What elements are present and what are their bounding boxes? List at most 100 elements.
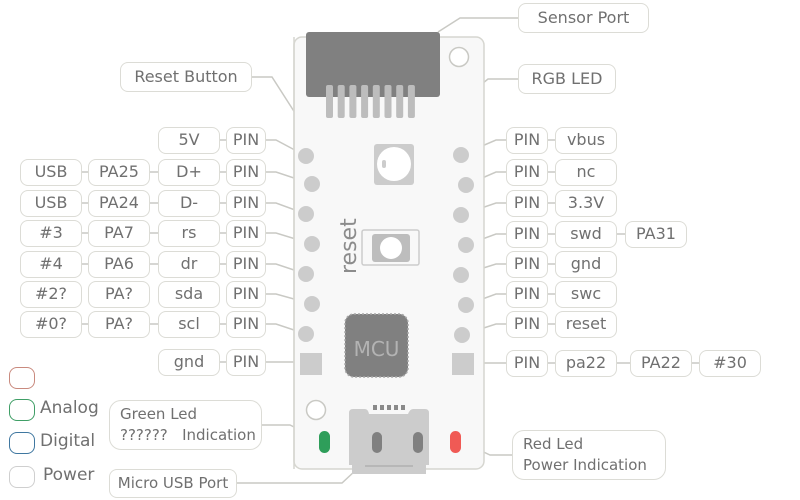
right-pin-label: PIN [506, 350, 548, 377]
red-led-label-line1: Red Led [523, 435, 584, 453]
legend-swatch [9, 466, 35, 488]
green-led-label-line1: Green Led [120, 405, 198, 423]
right-pin-pad [458, 297, 474, 313]
right-pin-label: PIN [506, 221, 548, 248]
green-led [319, 431, 330, 453]
right-pin-number-label: #30 [699, 350, 761, 377]
sensor-port-pin [396, 85, 404, 118]
right-pin-pad [454, 327, 470, 343]
left-pin-port-label: PA? [88, 311, 150, 338]
left-pin-number-label: #0? [20, 311, 82, 338]
red-led [450, 431, 461, 453]
sensor-port-pin [384, 85, 392, 118]
reset-silkscreen-label: reset [337, 218, 362, 274]
right-pin-name-label: gnd [555, 251, 617, 278]
left-pin-pad [298, 266, 314, 282]
right-pin-pad [453, 207, 469, 223]
rgb-led-label: RGB LED [518, 64, 616, 94]
sensor-port-connector [306, 32, 440, 118]
reset-button[interactable] [361, 229, 420, 266]
right-pin-port-label: PA22 [630, 350, 692, 377]
left-pin-label: PIN [226, 190, 266, 217]
micro-usb-line [236, 469, 357, 484]
right-pin-name-label: nc [555, 159, 617, 186]
left-pin-number-label: USB [20, 159, 82, 186]
left-pin-name-label: rs [158, 220, 220, 247]
legend-label: Digital [40, 431, 96, 451]
left-pin-name-label: sda [158, 281, 220, 308]
right-pin-name-label: swc [555, 281, 617, 308]
right-pin-label: PIN [506, 159, 548, 186]
right-pin-pad [453, 267, 469, 283]
mcu-label: MCU [354, 337, 400, 361]
left-pin-number-label: #4 [20, 251, 82, 278]
right-pin-pad [458, 177, 474, 193]
right-pin-pad [458, 237, 474, 253]
red-led-label: Red Led Power Indication [512, 430, 666, 480]
right-pin-name-label: swd [555, 221, 617, 248]
left-gnd-pad [300, 353, 322, 375]
right-pin-pad [453, 147, 469, 163]
left-pin-pad [304, 296, 320, 312]
left-pads [298, 148, 322, 375]
mcu-chip: MCU [344, 313, 409, 378]
left-pin-port-label: PA6 [88, 251, 150, 278]
legend-label: Power [43, 465, 95, 485]
sensor-port-pin [326, 85, 333, 118]
right-pin-label: PIN [506, 311, 548, 338]
right-pin-name-label: reset [555, 311, 617, 338]
red-led-label-line2: Power Indication [523, 456, 647, 474]
mounting-hole-top [448, 46, 470, 68]
left-pin-pad [304, 236, 320, 252]
legend-swatch [9, 367, 35, 389]
right-pin-label: PIN [506, 190, 548, 217]
left-pin-pad [304, 176, 320, 192]
sensor-port-pin [337, 85, 345, 118]
left-pin-label: PIN [226, 311, 266, 338]
left-pin-port-label: PA24 [88, 190, 150, 217]
sensor-port-pin [349, 85, 357, 118]
sensor-port-line [437, 17, 518, 33]
right-pin-name-label: 3.3V [555, 190, 617, 217]
right-pin-name-label: vbus [555, 127, 617, 154]
right-pad-square [452, 353, 474, 375]
left-pin-name-label: gnd [158, 349, 220, 376]
left-pin-label: PIN [226, 281, 266, 308]
reset-button-label: Reset Button [120, 62, 252, 92]
green-led-label-line2: ?????? Indication [120, 426, 256, 444]
left-pin-label: PIN [226, 220, 266, 247]
right-pads [452, 147, 474, 375]
left-pin-pad [298, 326, 314, 342]
mounting-hole-bottom [305, 399, 327, 421]
left-pin-port-label: PA7 [88, 220, 150, 247]
rgb-led [374, 144, 414, 185]
left-pin-number-label: USB [20, 190, 82, 217]
right-pin-label: PIN [506, 127, 548, 154]
legend-swatch [9, 432, 35, 454]
left-pin-name-label: dr [158, 251, 220, 278]
sensor-port-label: Sensor Port [518, 3, 649, 33]
left-pin-label: PIN [226, 349, 266, 376]
legend-swatch [9, 399, 35, 421]
left-pin-number-label: #3 [20, 220, 82, 247]
right-pin-name-label: pa22 [555, 350, 617, 377]
green-led-label: Green Led ?????? Indication [109, 400, 262, 450]
left-pin-number-label: #2? [20, 281, 82, 308]
left-pin-pad [298, 206, 314, 222]
left-pin-port-label: PA25 [88, 159, 150, 186]
left-pin-label: PIN [226, 159, 266, 186]
left-pin-name-label: D+ [158, 159, 220, 186]
left-pin-pad [298, 148, 314, 164]
left-pin-name-label: scl [158, 311, 220, 338]
left-pin-port-label: PA? [88, 281, 150, 308]
left-pin-name-label: D- [158, 190, 220, 217]
left-pin-label: PIN [226, 127, 266, 154]
left-pin-label: PIN [226, 251, 266, 278]
right-pin-label: PIN [506, 281, 548, 308]
right-pin-label: PIN [506, 251, 548, 278]
sensor-port-pin [407, 85, 415, 118]
micro-usb-label: Micro USB Port [109, 469, 237, 498]
left-pin-name-label: 5V [158, 127, 220, 154]
